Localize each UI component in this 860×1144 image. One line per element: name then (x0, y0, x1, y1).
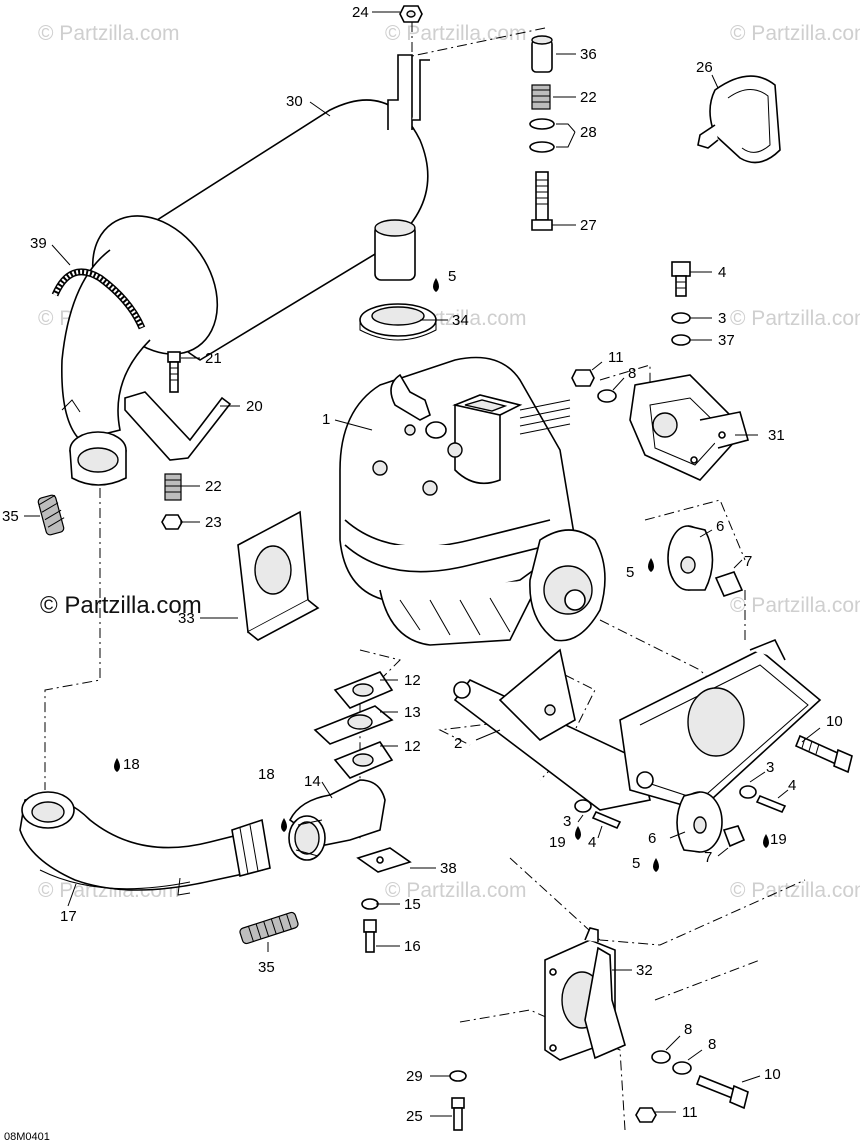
callout-25: 25 (406, 1108, 423, 1125)
springs-35 (37, 494, 299, 945)
callout-labels: 24 36 22 28 27 26 30 39 5 34 4 3 37 11 8… (2, 4, 843, 1125)
callout-29: 29 (406, 1068, 423, 1085)
callout-24: 24 (352, 4, 369, 21)
callout-4c: 4 (588, 834, 596, 851)
fasteners-lower (449, 1050, 749, 1131)
callout-3c: 3 (563, 813, 571, 830)
watermark: © Partzilla.com (385, 879, 527, 902)
callout-2: 2 (454, 735, 462, 752)
callout-6: 6 (716, 518, 724, 535)
callout-35: 35 (2, 508, 19, 525)
rear-mount-32 (544, 927, 626, 1061)
callout-17: 17 (60, 908, 77, 925)
drop-icon (763, 834, 769, 848)
watermark: © Partzilla.com (730, 22, 860, 45)
callout-3: 3 (718, 310, 726, 327)
callout-39: 39 (30, 235, 47, 252)
muffler-30 (61, 54, 430, 486)
callout-6b: 6 (648, 830, 656, 847)
mount-rubber-upper (667, 525, 744, 597)
callout-19b: 19 (549, 834, 566, 851)
drop-icon (281, 818, 287, 832)
callout-33: 33 (178, 610, 195, 627)
callout-12b: 12 (404, 738, 421, 755)
mount-rubber-lower (574, 785, 787, 853)
callout-27: 27 (580, 217, 597, 234)
engine-plate-2 (453, 638, 822, 811)
callout-10b: 10 (764, 1066, 781, 1083)
callout-36: 36 (580, 46, 597, 63)
hose-39 (51, 268, 146, 330)
callout-5b: 5 (626, 564, 634, 581)
brand-label: © Partzilla.com (40, 592, 202, 619)
callout-7: 7 (744, 553, 752, 570)
bracket-31 (629, 374, 749, 481)
bolt-stack (529, 35, 555, 231)
callout-32: 32 (636, 962, 653, 979)
callout-3b: 3 (766, 759, 774, 776)
callout-28: 28 (580, 124, 597, 141)
callout-23: 23 (205, 514, 222, 531)
watermark: © Partzilla.com (730, 594, 860, 617)
callout-30: 30 (286, 93, 303, 110)
callout-4b: 4 (788, 777, 796, 794)
callout-7b: 7 (704, 849, 712, 866)
callout-14: 14 (304, 773, 321, 790)
callout-9: 8 (708, 1036, 716, 1053)
callout-11b: 11 (682, 1104, 698, 1121)
callout-22: 22 (580, 89, 597, 106)
callout-4: 4 (718, 264, 726, 281)
watermark: © Partzilla.com (38, 22, 180, 45)
callout-11: 11 (608, 349, 624, 366)
callout-37: 37 (718, 332, 735, 349)
bracket-38 (356, 847, 412, 953)
drop-icon (114, 758, 120, 772)
callout-26: 26 (696, 59, 713, 76)
callout-38: 38 (440, 860, 457, 877)
engine-1 (339, 356, 606, 646)
callout-1: 1 (322, 411, 330, 428)
callout-20: 20 (246, 398, 263, 415)
elbow-14 (288, 779, 386, 861)
callout-19: 19 (770, 831, 787, 848)
callout-5c: 5 (632, 855, 640, 872)
drop-icon (575, 826, 581, 840)
exhaust-pipe-17 (19, 791, 271, 896)
drop-icon (433, 278, 439, 292)
callout-13: 13 (404, 704, 421, 721)
clamp-20 (124, 351, 232, 530)
watermark: © Partzilla.com (385, 22, 527, 45)
callout-18b: 18 (258, 766, 275, 783)
callout-21: 21 (205, 350, 222, 367)
drop-icon (648, 558, 654, 572)
callout-8: 8 (628, 365, 636, 382)
gaskets-12-13 (313, 671, 394, 779)
lubricant-drops (114, 278, 769, 872)
callout-31: 31 (768, 427, 785, 444)
callout-16: 16 (404, 938, 421, 955)
drop-icon (653, 858, 659, 872)
bolt-10-right (794, 734, 853, 774)
callout-8b: 8 (684, 1021, 692, 1038)
grommet-34 (359, 219, 437, 341)
leader-lines (24, 11, 821, 1117)
callout-22b: 22 (205, 478, 222, 495)
nut-24 (399, 5, 423, 23)
callout-34: 34 (452, 312, 469, 329)
callout-35b: 35 (258, 959, 275, 976)
callout-5: 5 (448, 268, 456, 285)
watermark: © Partzilla.com (730, 307, 860, 330)
gasket-plate-33 (237, 510, 320, 641)
watermark: © Partzilla.com (730, 879, 860, 902)
callout-18: 18 (123, 756, 140, 773)
callout-10: 10 (826, 713, 843, 730)
drawing-code: 08M0401 (4, 1131, 50, 1143)
callout-12: 12 (404, 672, 421, 689)
handle-26 (697, 75, 781, 164)
callout-15: 15 (404, 896, 421, 913)
